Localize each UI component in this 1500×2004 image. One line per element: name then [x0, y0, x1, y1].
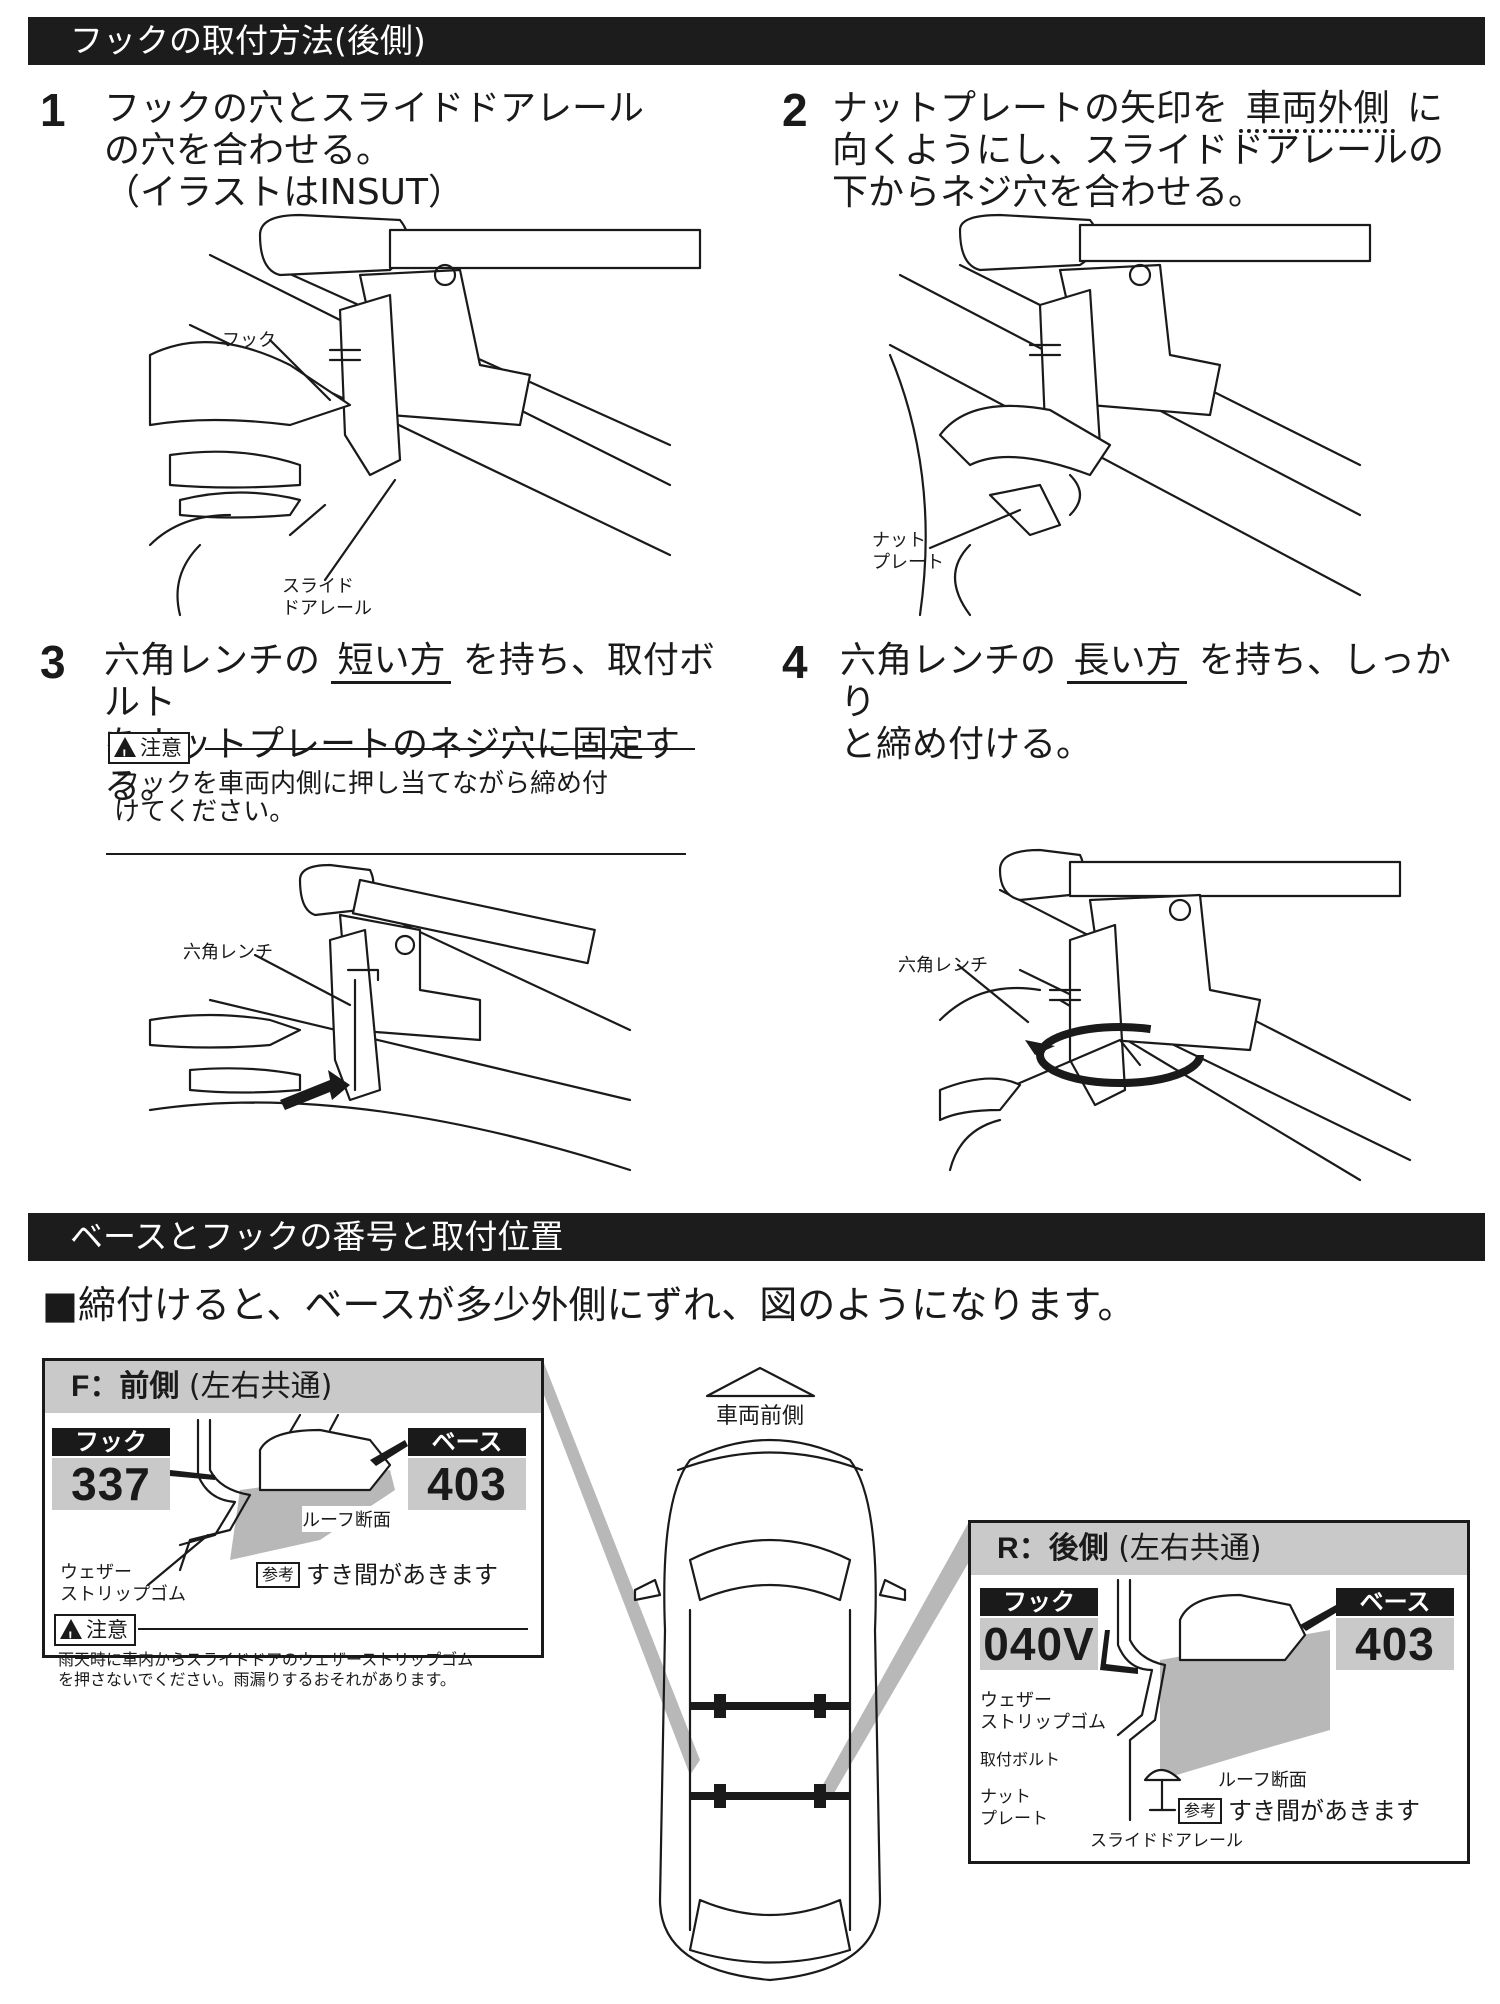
wrench-leader-line-3 — [253, 953, 352, 1007]
step-3-text: 六角レンチの 短い方 を持ち、取付ボルト をナットプレートのネジ穴に固定する。 — [104, 640, 744, 808]
note-text: 締付けると、ベースが多少外側にずれ、図のようになります。 — [77, 1283, 1136, 1327]
reference-icon: 参考 — [1178, 1798, 1223, 1824]
rear-gap-text: すき間があきます — [1228, 1797, 1421, 1825]
rail-leader-line — [323, 478, 397, 582]
rear-cross-section — [1100, 1578, 1339, 1822]
front-caution-rule — [138, 1628, 528, 1630]
front-caution-text: 雨天時に車内からスライドドアのウェザーストリップゴム を押さないでください。雨漏… — [58, 1650, 474, 1689]
front-hook-label: フック — [52, 1428, 170, 1456]
step-1-number: 1 — [40, 84, 66, 136]
rear-hook-label: フック — [980, 1588, 1098, 1616]
front-weather-strip-label: ウェザー ストリップゴム — [60, 1562, 186, 1605]
front-arrow-icon — [705, 1366, 816, 1398]
section-title-2: ベースとフックの番号と取付位置 — [70, 1217, 564, 1256]
section-title: フックの取付方法(後側) — [70, 21, 426, 60]
front-caution-badge-label: 注意 — [86, 1618, 128, 1642]
label-nut-plate-2: ナット プレート — [872, 530, 944, 573]
caution-badge-label: 注意 — [140, 736, 182, 760]
step-2-text-pre: ナットプレートの矢印を — [832, 88, 1240, 129]
front-hook-number: 337 — [52, 1458, 170, 1510]
caution-bottom-rule — [106, 853, 686, 855]
front-base-label: ベース — [408, 1428, 526, 1456]
section-header-numbers: ベースとフックの番号と取付位置 — [28, 1213, 1485, 1261]
step-3-illustration — [148, 863, 632, 1172]
step-3-number: 3 — [40, 636, 66, 688]
car-top-view — [633, 1438, 907, 1982]
front-box-subtitle: (左右共通) — [179, 1369, 333, 1404]
step-4-text-pre: 六角レンチの — [840, 640, 1068, 681]
front-caution-badge: 注意 — [54, 1614, 136, 1650]
warning-icon — [60, 1619, 82, 1650]
rear-box: R：後側 (左右共通) — [968, 1520, 1470, 1864]
front-box-title: F：前側 — [71, 1370, 180, 1403]
step-2-illustration — [888, 213, 1372, 617]
rear-gap-note: 参考すき間があきます — [1178, 1796, 1420, 1826]
step-4-number: 4 — [782, 636, 808, 688]
rear-base-label: ベース — [1336, 1588, 1454, 1616]
car-front-label: 車両前側 — [716, 1404, 805, 1429]
hook-leader-line — [268, 338, 332, 402]
step-3-caution-badge: 注意 — [108, 732, 190, 768]
rear-hook-number: 040V — [980, 1618, 1098, 1670]
step-2-text: ナットプレートの矢印を 車両外側 に 向くようにし、スライドドアレールの 下から… — [832, 88, 1492, 214]
step-1-text: フックの穴とスライドドアレール の穴を合わせる。 （イラストはINSUT） — [104, 88, 645, 213]
rear-box-subtitle: (左右共通) — [1108, 1531, 1262, 1566]
rear-base-number: 403 — [1336, 1618, 1454, 1670]
front-gap-note: 参考すき間があきます — [256, 1560, 498, 1590]
wrench-leader-line-4 — [956, 963, 1030, 1024]
step-4-highlight: 長い方 — [1067, 640, 1188, 684]
step-4-illustration — [938, 848, 1412, 1182]
front-gap-text: すき間があきます — [306, 1561, 499, 1589]
front-base-number: 403 — [408, 1458, 526, 1510]
label-hook: フック — [222, 330, 276, 351]
section-header-mounting: フックの取付方法(後側) — [28, 17, 1485, 65]
step-3-highlight: 短い方 — [331, 640, 452, 684]
step-3-text-pre: 六角レンチの — [104, 640, 332, 681]
nut-plate-leader-line — [928, 508, 1022, 550]
step-2-text-post: に 向くようにし、スライドドアレールの 下からネジ穴を合わせる。 — [832, 88, 1445, 213]
caution-top-rule — [205, 748, 695, 750]
label-slide-rail-1: スライド ドアレール — [282, 576, 372, 619]
rear-weather-strip-label: ウェザー ストリップゴム — [980, 1690, 1106, 1733]
label-hex-wrench-3: 六角レンチ — [183, 942, 273, 963]
reference-icon: 参考 — [256, 1562, 301, 1588]
rear-roof-section-label: ルーフ断面 — [1218, 1766, 1307, 1792]
step-4-text-post: を持ち、しっかり と締め付ける。 — [840, 640, 1451, 765]
square-bullet-icon: ■ — [42, 1283, 78, 1327]
rear-rail-label: スライドドアレール — [1090, 1831, 1243, 1851]
step-3-text-post: を持ち、取付ボルト をナットプレートのネジ穴に固定する。 — [104, 640, 715, 807]
step-3-caution-text: フックを車両内側に押し当てながら締め付 けてください。 — [114, 769, 609, 827]
front-roof-section-label: ルーフ断面 — [302, 1506, 391, 1532]
front-box-header: F：前側 (左右共通) — [45, 1361, 541, 1413]
note-line: ■締付けると、ベースが多少外側にずれ、図のようになります。 — [42, 1282, 1135, 1328]
rear-bolt-label: 取付ボルト — [980, 1750, 1061, 1769]
step-4-text: 六角レンチの 長い方 を持ち、しっかり と締め付ける。 — [840, 640, 1480, 766]
rear-box-title: R：後側 — [997, 1532, 1109, 1565]
step-2-number: 2 — [782, 84, 808, 136]
step-2-highlight: 車両外側 — [1239, 88, 1396, 133]
rear-nut-plate-label: ナット プレート — [980, 1787, 1048, 1829]
rear-box-header: R：後側 (左右共通) — [971, 1523, 1467, 1575]
warning-icon — [114, 737, 136, 768]
weather-strip-leader-line — [146, 1533, 210, 1587]
step-1-illustration — [148, 213, 702, 617]
